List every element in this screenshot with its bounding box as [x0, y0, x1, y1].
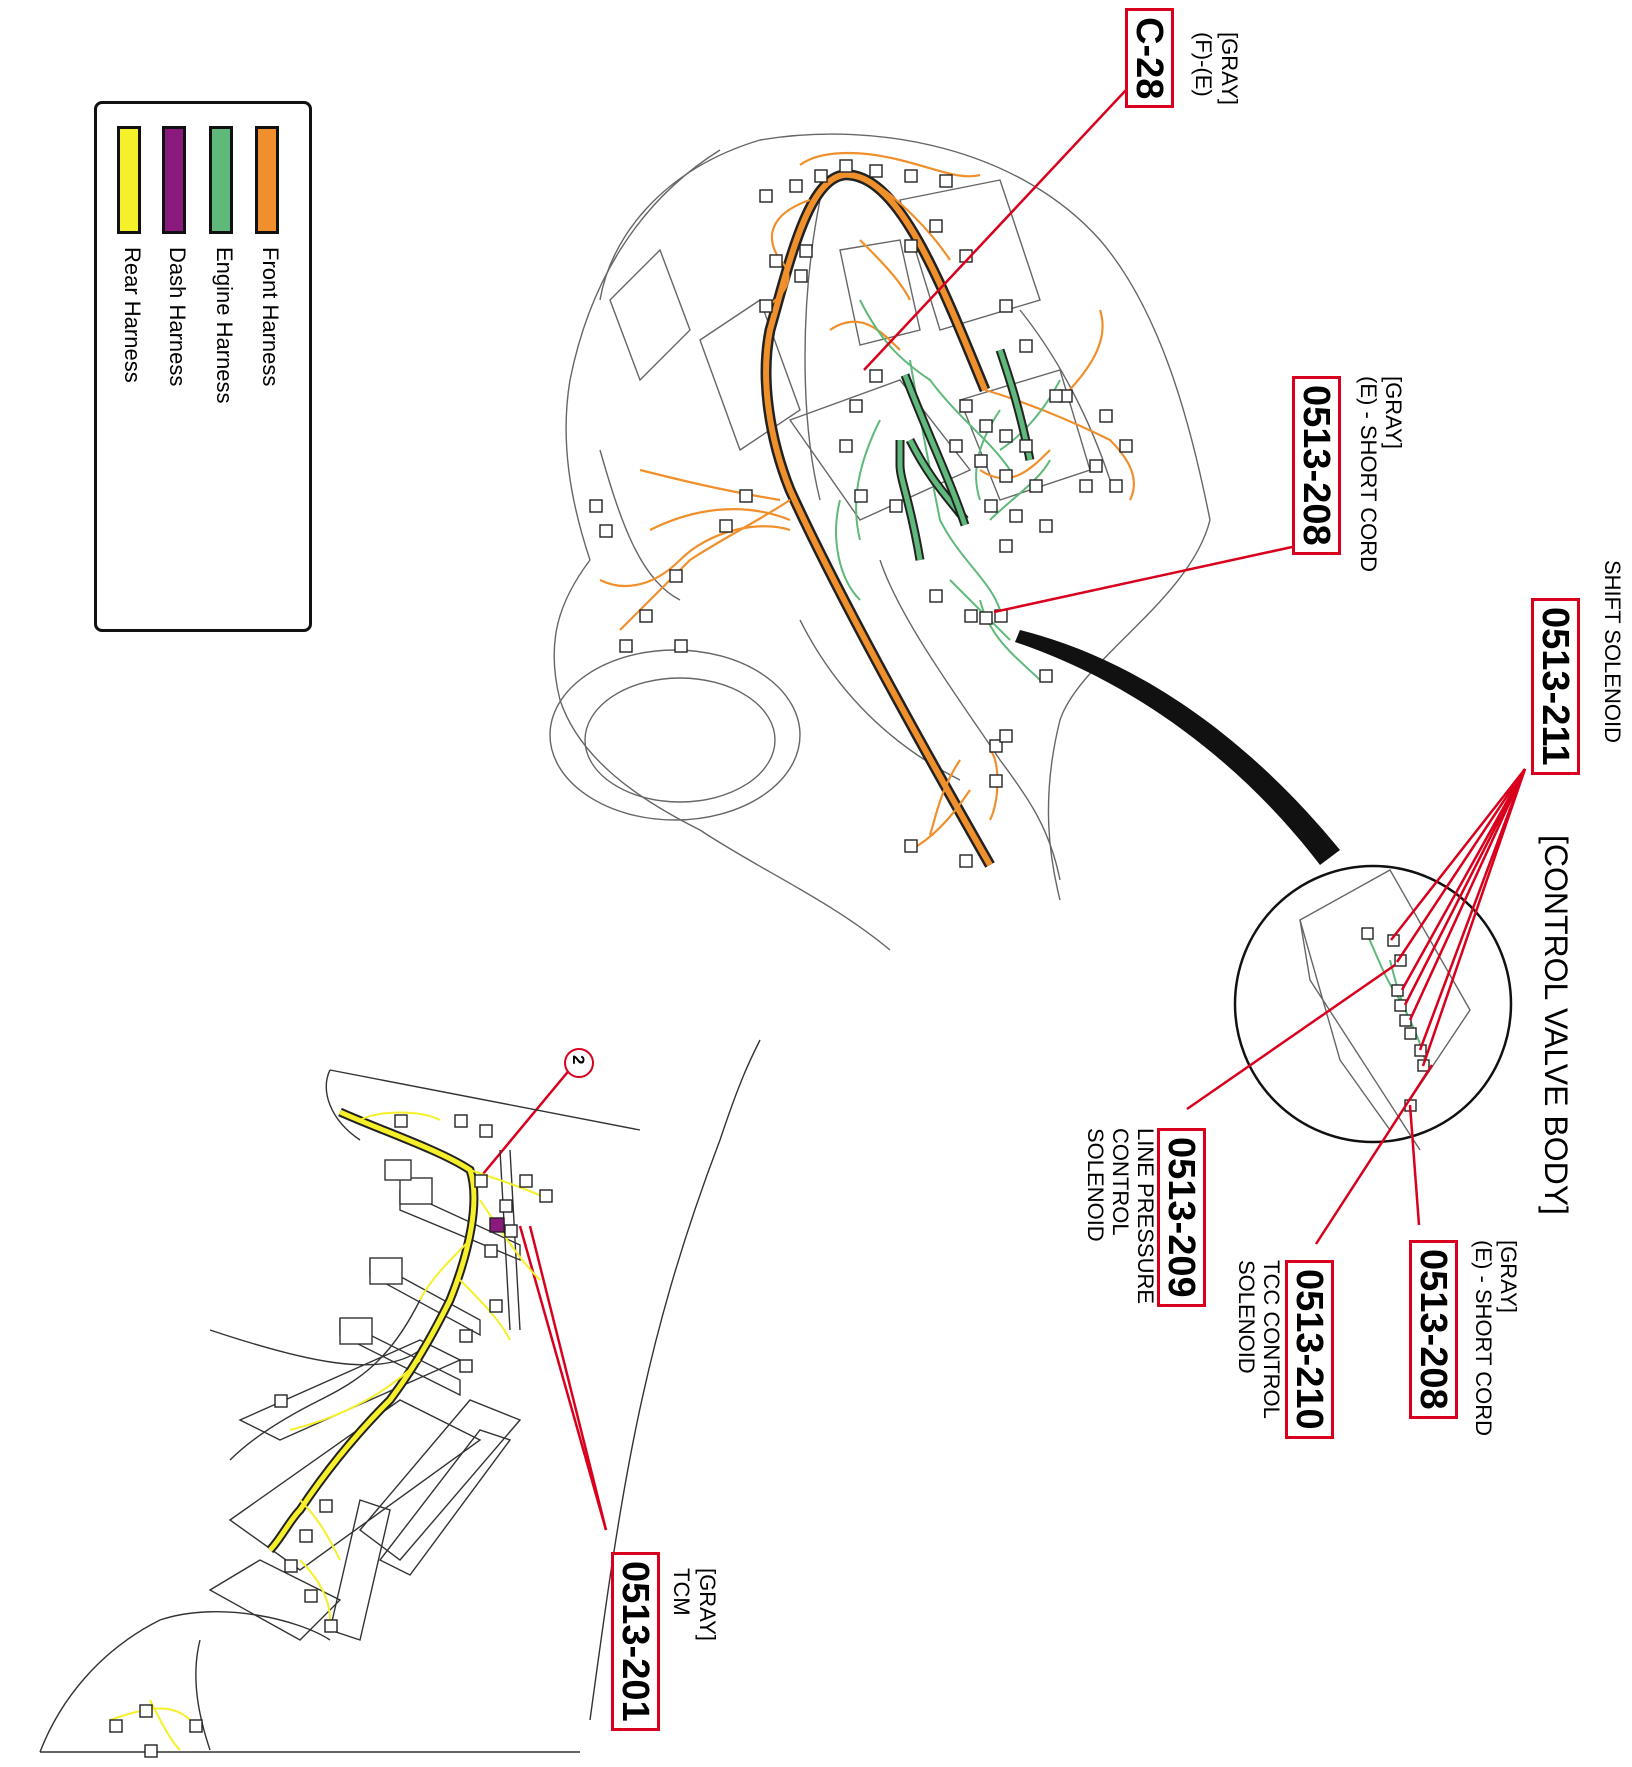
- callout-0513-210: 0513-210: [1285, 1260, 1334, 1439]
- 0513-208-detail-note-gray: [GRAY]: [1496, 1240, 1521, 1313]
- 0513-201-code: 0513-201: [611, 1552, 660, 1731]
- 0513-210-note-solenoid: SOLENOID: [1234, 1260, 1259, 1374]
- callout-0513-209: 0513-209: [1157, 1128, 1206, 1307]
- callout-0513-211: 0513-211: [1531, 598, 1580, 775]
- c28-note-fe: (F)-(E): [1191, 32, 1216, 97]
- 0513-201-note-gray: [GRAY]: [695, 1568, 720, 1641]
- front-harness-swatch: [255, 126, 279, 234]
- marker-2-label: 2: [569, 1055, 588, 1065]
- 0513-208-detail-note-short: (E) - SHORT CORD: [1471, 1240, 1496, 1436]
- 0513-208-top-note-short: (E) - SHORT CORD: [1356, 376, 1381, 572]
- control-valve-body-title: [CONTROL VALVE BODY]: [1538, 835, 1574, 1215]
- legend-label-front: Front Harness: [258, 247, 283, 387]
- detail-pointer-wedge: [1015, 630, 1340, 865]
- 0513-201-note-tcm: TCM: [669, 1568, 694, 1616]
- 0513-211-code: 0513-211: [1531, 598, 1580, 775]
- 0513-210-note-tcc: TCC CONTROL: [1259, 1260, 1284, 1419]
- detail-circle: [1233, 864, 1513, 1144]
- callout-leaders: [477, 89, 1527, 1531]
- callout-0513-208-top: 0513-208: [1292, 376, 1341, 555]
- engine-bay-connectors: [589, 159, 1133, 868]
- 0513-209-code: 0513-209: [1157, 1128, 1206, 1307]
- c28-code: C-28: [1125, 8, 1174, 109]
- 0513-210-code: 0513-210: [1285, 1260, 1334, 1439]
- callout-c28: C-28: [1125, 8, 1174, 109]
- engine-harness-swatch: [209, 126, 233, 234]
- interior-outline: [39, 1039, 761, 1753]
- 0513-208-top-code: 0513-208: [1292, 376, 1341, 555]
- legend-label-rear: Rear Harness: [120, 247, 145, 383]
- dash-harness-swatch: [162, 126, 186, 234]
- 0513-209-note-control: CONTROL: [1108, 1128, 1133, 1236]
- rear-harness-swatch: [117, 126, 141, 234]
- harness-legend: Front Harness Engine Harness Dash Harnes…: [94, 101, 312, 632]
- 0513-208-top-note-gray: [GRAY]: [1381, 376, 1406, 449]
- c28-note-gray: [GRAY]: [1217, 32, 1242, 105]
- rear-harness-branches: [109, 1111, 551, 1751]
- 0513-209-note-line: LINE PRESSURE: [1133, 1128, 1158, 1305]
- callout-0513-208-detail: 0513-208: [1409, 1240, 1458, 1419]
- callout-0513-201: 0513-201: [611, 1552, 660, 1731]
- location-marker-2: 2: [564, 1048, 594, 1078]
- engine-bay-outline: [549, 133, 1211, 951]
- 0513-209-note-solenoid: SOLENOID: [1083, 1128, 1108, 1242]
- 0513-208-detail-code: 0513-208: [1409, 1240, 1458, 1419]
- legend-label-engine: Engine Harness: [212, 247, 237, 404]
- interior-connectors: [109, 1114, 553, 1758]
- 0513-211-note-shift: SHIFT SOLENOID: [1600, 560, 1625, 743]
- legend-label-dash: Dash Harness: [165, 247, 190, 387]
